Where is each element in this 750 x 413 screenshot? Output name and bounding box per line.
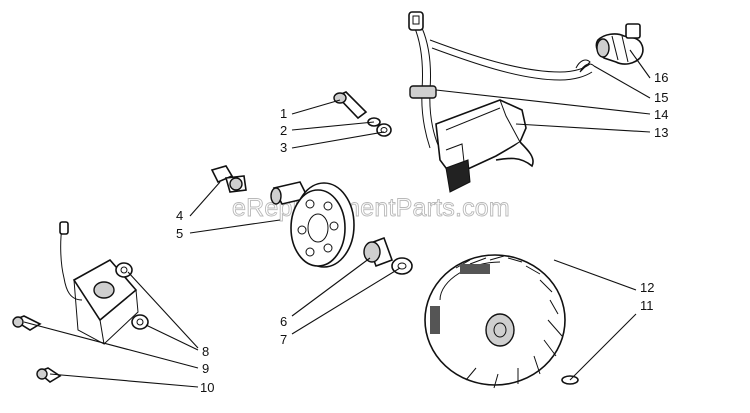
spark-plug-boot xyxy=(575,23,644,73)
callout-4: 4 xyxy=(176,208,183,223)
screw-and-washers xyxy=(333,91,392,137)
starter-pulley xyxy=(270,181,355,268)
callout-12: 12 xyxy=(640,280,654,295)
callout-16: 16 xyxy=(654,70,668,85)
callout-3: 3 xyxy=(280,140,287,155)
callout-15: 15 xyxy=(654,90,668,105)
control-module xyxy=(59,221,139,345)
callout-5: 5 xyxy=(176,226,183,241)
leader-lines xyxy=(23,49,651,388)
callout-6: 6 xyxy=(280,314,287,329)
callout-7: 7 xyxy=(280,332,287,347)
callout-10: 10 xyxy=(200,380,214,395)
callout-2: 2 xyxy=(280,123,287,138)
callout-8: 8 xyxy=(202,344,209,359)
grommets xyxy=(115,262,149,330)
callout-numbers: 1 2 3 4 5 6 7 8 9 10 11 12 13 14 15 16 xyxy=(176,70,668,395)
callout-14: 14 xyxy=(654,107,668,122)
screws xyxy=(12,315,62,383)
flywheel xyxy=(424,254,566,389)
callout-1: 1 xyxy=(280,106,287,121)
ignition-module xyxy=(408,11,593,193)
spacer-and-washer xyxy=(363,236,413,275)
bolt xyxy=(210,165,247,193)
callout-11: 11 xyxy=(640,298,654,313)
callout-9: 9 xyxy=(202,361,209,376)
callout-13: 13 xyxy=(654,125,668,140)
